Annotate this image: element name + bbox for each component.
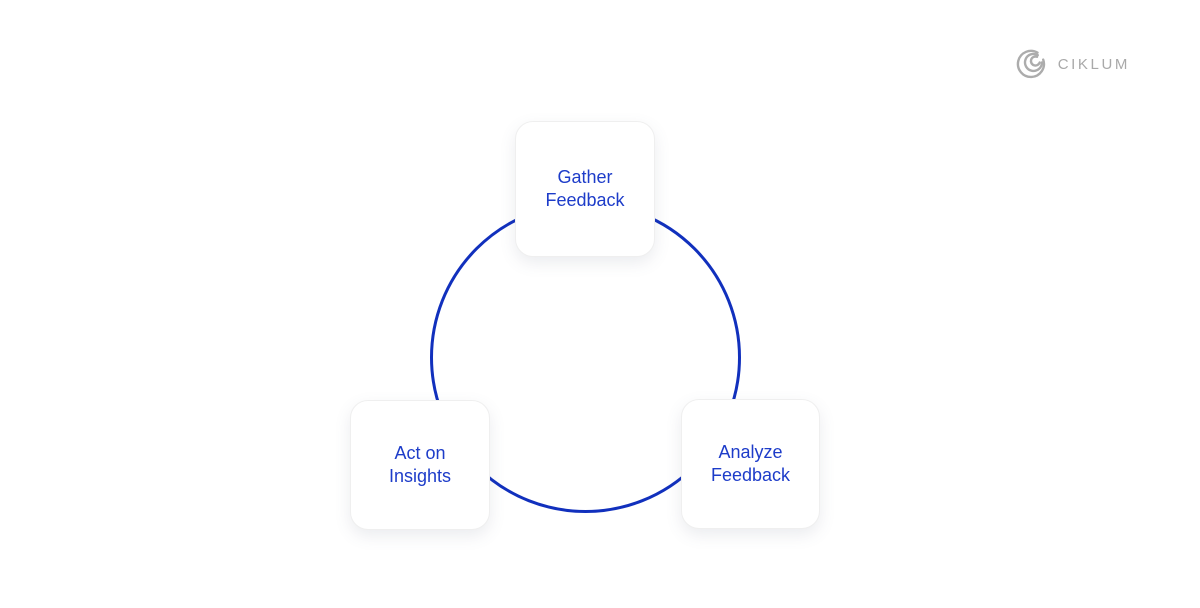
node-analyze-feedback: Analyze Feedback: [681, 399, 820, 529]
node-label-line: Insights: [388, 466, 452, 486]
node-label-line: Feedback: [545, 190, 625, 210]
brand-name: CIKLUM: [1057, 55, 1130, 73]
node-label-line: Feedback: [710, 465, 791, 485]
node-label-line: Gather: [557, 167, 613, 187]
brand-logo: CIKLUM: [1015, 46, 1130, 80]
node-label-line: Analyze: [718, 442, 783, 462]
node-gather-feedback: Gather Feedback: [515, 121, 655, 257]
node-label-line: Act on: [394, 443, 446, 463]
ciklum-logo-icon: [1016, 49, 1045, 79]
node-act-on-insights: Act on Insights: [350, 400, 490, 530]
